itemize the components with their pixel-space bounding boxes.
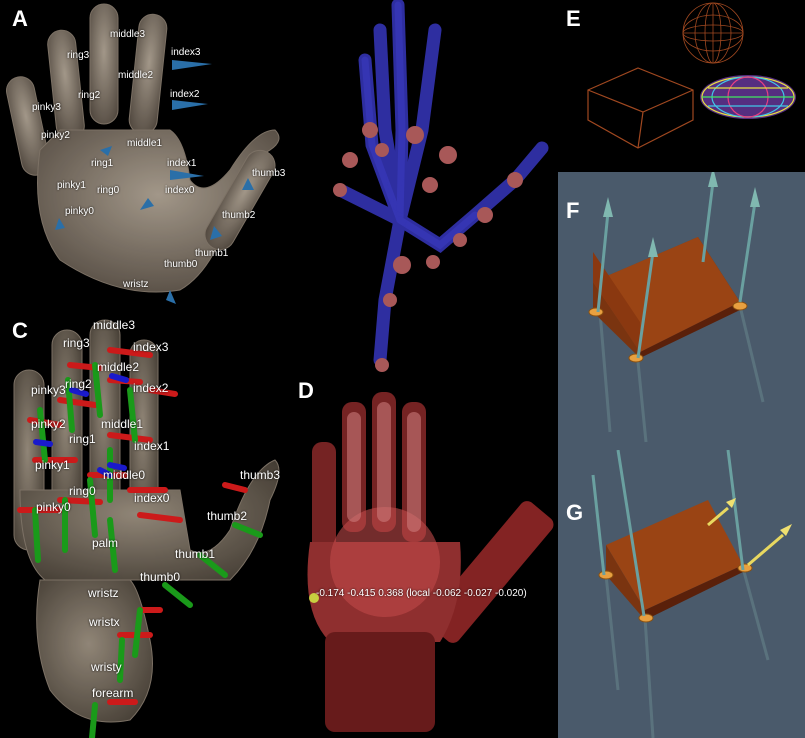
- label-index1: index1: [167, 158, 197, 169]
- label-index0: index0: [134, 491, 170, 505]
- label-ring3: ring3: [63, 336, 90, 350]
- label-ring0: ring0: [97, 185, 120, 196]
- panel-d-letter: D: [298, 378, 314, 403]
- label-ring3: ring3: [67, 50, 90, 61]
- label-palm: palm: [92, 536, 119, 550]
- label-pinky0: pinky0: [36, 500, 71, 514]
- label-index2: index2: [170, 89, 200, 100]
- panel-e-primitives-illustration: [587, 2, 796, 149]
- label-middle1: middle1: [127, 138, 163, 149]
- panel-c: C middle3 ring3 index3 middle2 ring2 pin…: [0, 310, 300, 738]
- label-thumb2: thumb2: [207, 509, 248, 523]
- label-pinky0: pinky0: [65, 206, 94, 217]
- label-pinky2: pinky2: [31, 417, 66, 431]
- panel-a-hand-illustration: [6, 3, 280, 304]
- label-ring1: ring1: [91, 158, 114, 169]
- panel-a: A middle3 ring3 index3 middle2 ring2 pin…: [0, 0, 290, 310]
- label-thumb1: thumb1: [175, 547, 216, 561]
- label-middle3: middle3: [93, 318, 136, 332]
- label-pinky1: pinky1: [35, 458, 70, 472]
- panel-b-skeleton-illustration: [333, 0, 549, 372]
- label-thumb2: thumb2: [222, 210, 256, 221]
- label-middle3: middle3: [110, 29, 146, 40]
- label-thumb3: thumb3: [252, 168, 286, 179]
- label-pinky3: pinky3: [32, 102, 61, 113]
- panel-f-box-illustration: [588, 172, 765, 443]
- label-index3: index3: [171, 47, 201, 58]
- label-ring1: ring1: [69, 432, 96, 446]
- label-middle0: middle0: [103, 468, 146, 482]
- label-ring0: ring0: [69, 484, 96, 498]
- panel-g-box-illustration: [591, 450, 792, 738]
- label-ring2: ring2: [65, 377, 92, 391]
- label-wristy: wristy: [91, 660, 122, 674]
- label-thumb0: thumb0: [164, 259, 198, 270]
- panel-c-letter: C: [12, 318, 28, 343]
- label-middle2: middle2: [118, 70, 154, 81]
- panel-a-letter: A: [12, 6, 28, 31]
- label-pinky1: pinky1: [57, 180, 86, 191]
- label-middle2: middle2: [97, 360, 140, 374]
- panel-e-letter: E: [566, 6, 581, 31]
- panel-f-letter: F: [566, 198, 580, 223]
- label-thumb1: thumb1: [195, 248, 229, 259]
- panel-g: G: [558, 450, 805, 738]
- label-pinky3: pinky3: [31, 383, 66, 397]
- label-index3: index3: [133, 340, 169, 354]
- label-thumb3: thumb3: [240, 468, 281, 482]
- panel-d-hand-illustration: [307, 392, 554, 732]
- label-thumb0: thumb0: [140, 570, 181, 584]
- panel-b: B: [290, 0, 558, 372]
- label-wristz: wristz: [123, 279, 149, 290]
- label-ring2: ring2: [78, 90, 101, 101]
- label-index0: index0: [165, 185, 195, 196]
- label-forearm: forearm: [92, 686, 134, 700]
- label-wristz: wristz: [88, 586, 119, 600]
- panel-f: F: [558, 172, 805, 450]
- label-pinky2: pinky2: [41, 130, 70, 141]
- label-middle1: middle1: [101, 417, 144, 431]
- panel-d: D -0.174 -0.415 0.368 (local -0.062 -0.0…: [290, 372, 558, 738]
- label-index2: index2: [133, 381, 169, 395]
- 3d-point-readout: -0.174 -0.415 0.368 (local -0.062 -0.027…: [316, 588, 527, 599]
- label-wristx: wristx: [89, 615, 120, 629]
- panel-g-letter: G: [566, 500, 584, 525]
- panel-c-hand-illustration: [13, 319, 280, 738]
- panel-e: E: [558, 0, 805, 170]
- label-index1: index1: [134, 439, 170, 453]
